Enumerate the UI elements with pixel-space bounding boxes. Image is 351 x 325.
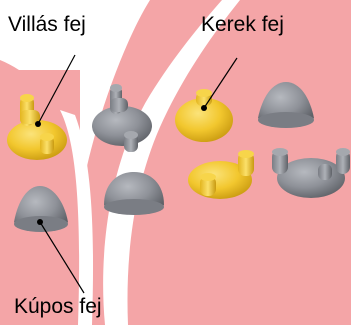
leader-dot-kupos: [37, 219, 43, 225]
leader-dot-villas: [35, 121, 41, 127]
label-villas-fej: Villás fej: [8, 14, 86, 35]
label-kerek-fej: Kerek fej: [201, 14, 284, 35]
label-kupos-fej: Kúpos fej: [14, 296, 102, 317]
leader-dot-kerek: [201, 105, 207, 111]
